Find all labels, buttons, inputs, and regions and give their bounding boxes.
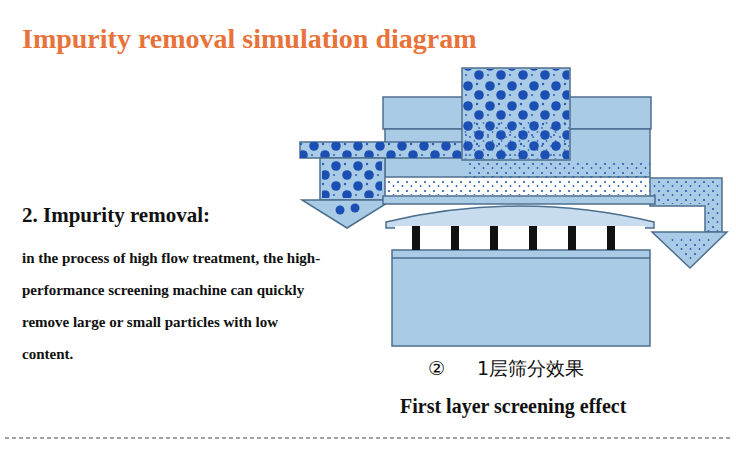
mixed-particles bbox=[463, 69, 569, 159]
caption: First layer screening effect bbox=[400, 393, 720, 419]
fine-particles bbox=[652, 180, 720, 204]
dashed-divider bbox=[5, 438, 731, 439]
left-outlet bbox=[320, 158, 385, 200]
section-heading: 2. Impurity removal: bbox=[22, 202, 352, 228]
screen-frame bbox=[383, 196, 655, 204]
callout-number: ② bbox=[428, 356, 458, 380]
left-pipe bbox=[300, 142, 470, 158]
base-drum bbox=[392, 250, 650, 346]
description: in the process of high flow treatment, t… bbox=[22, 242, 322, 370]
base-rim bbox=[392, 257, 650, 259]
left-pipe-particles bbox=[300, 142, 470, 158]
title: Impurity removal simulation diagram bbox=[22, 22, 622, 56]
left-outlet-arrow bbox=[302, 200, 392, 228]
chinese-caption: 1层筛分效果 bbox=[477, 356, 677, 380]
large-particle bbox=[336, 206, 345, 215]
springs bbox=[412, 226, 615, 250]
fine-particles bbox=[664, 238, 715, 262]
right-outlet-arrow bbox=[652, 232, 727, 268]
fine-particles bbox=[385, 160, 650, 195]
large-particle bbox=[351, 204, 360, 213]
feed-hopper bbox=[462, 68, 570, 160]
screen-mesh bbox=[386, 206, 654, 228]
right-pipe bbox=[650, 178, 722, 232]
spring-gap bbox=[395, 226, 645, 252]
left-outlet-particles bbox=[322, 160, 382, 198]
fine-particles bbox=[463, 120, 569, 159]
fine-particles bbox=[707, 204, 720, 232]
